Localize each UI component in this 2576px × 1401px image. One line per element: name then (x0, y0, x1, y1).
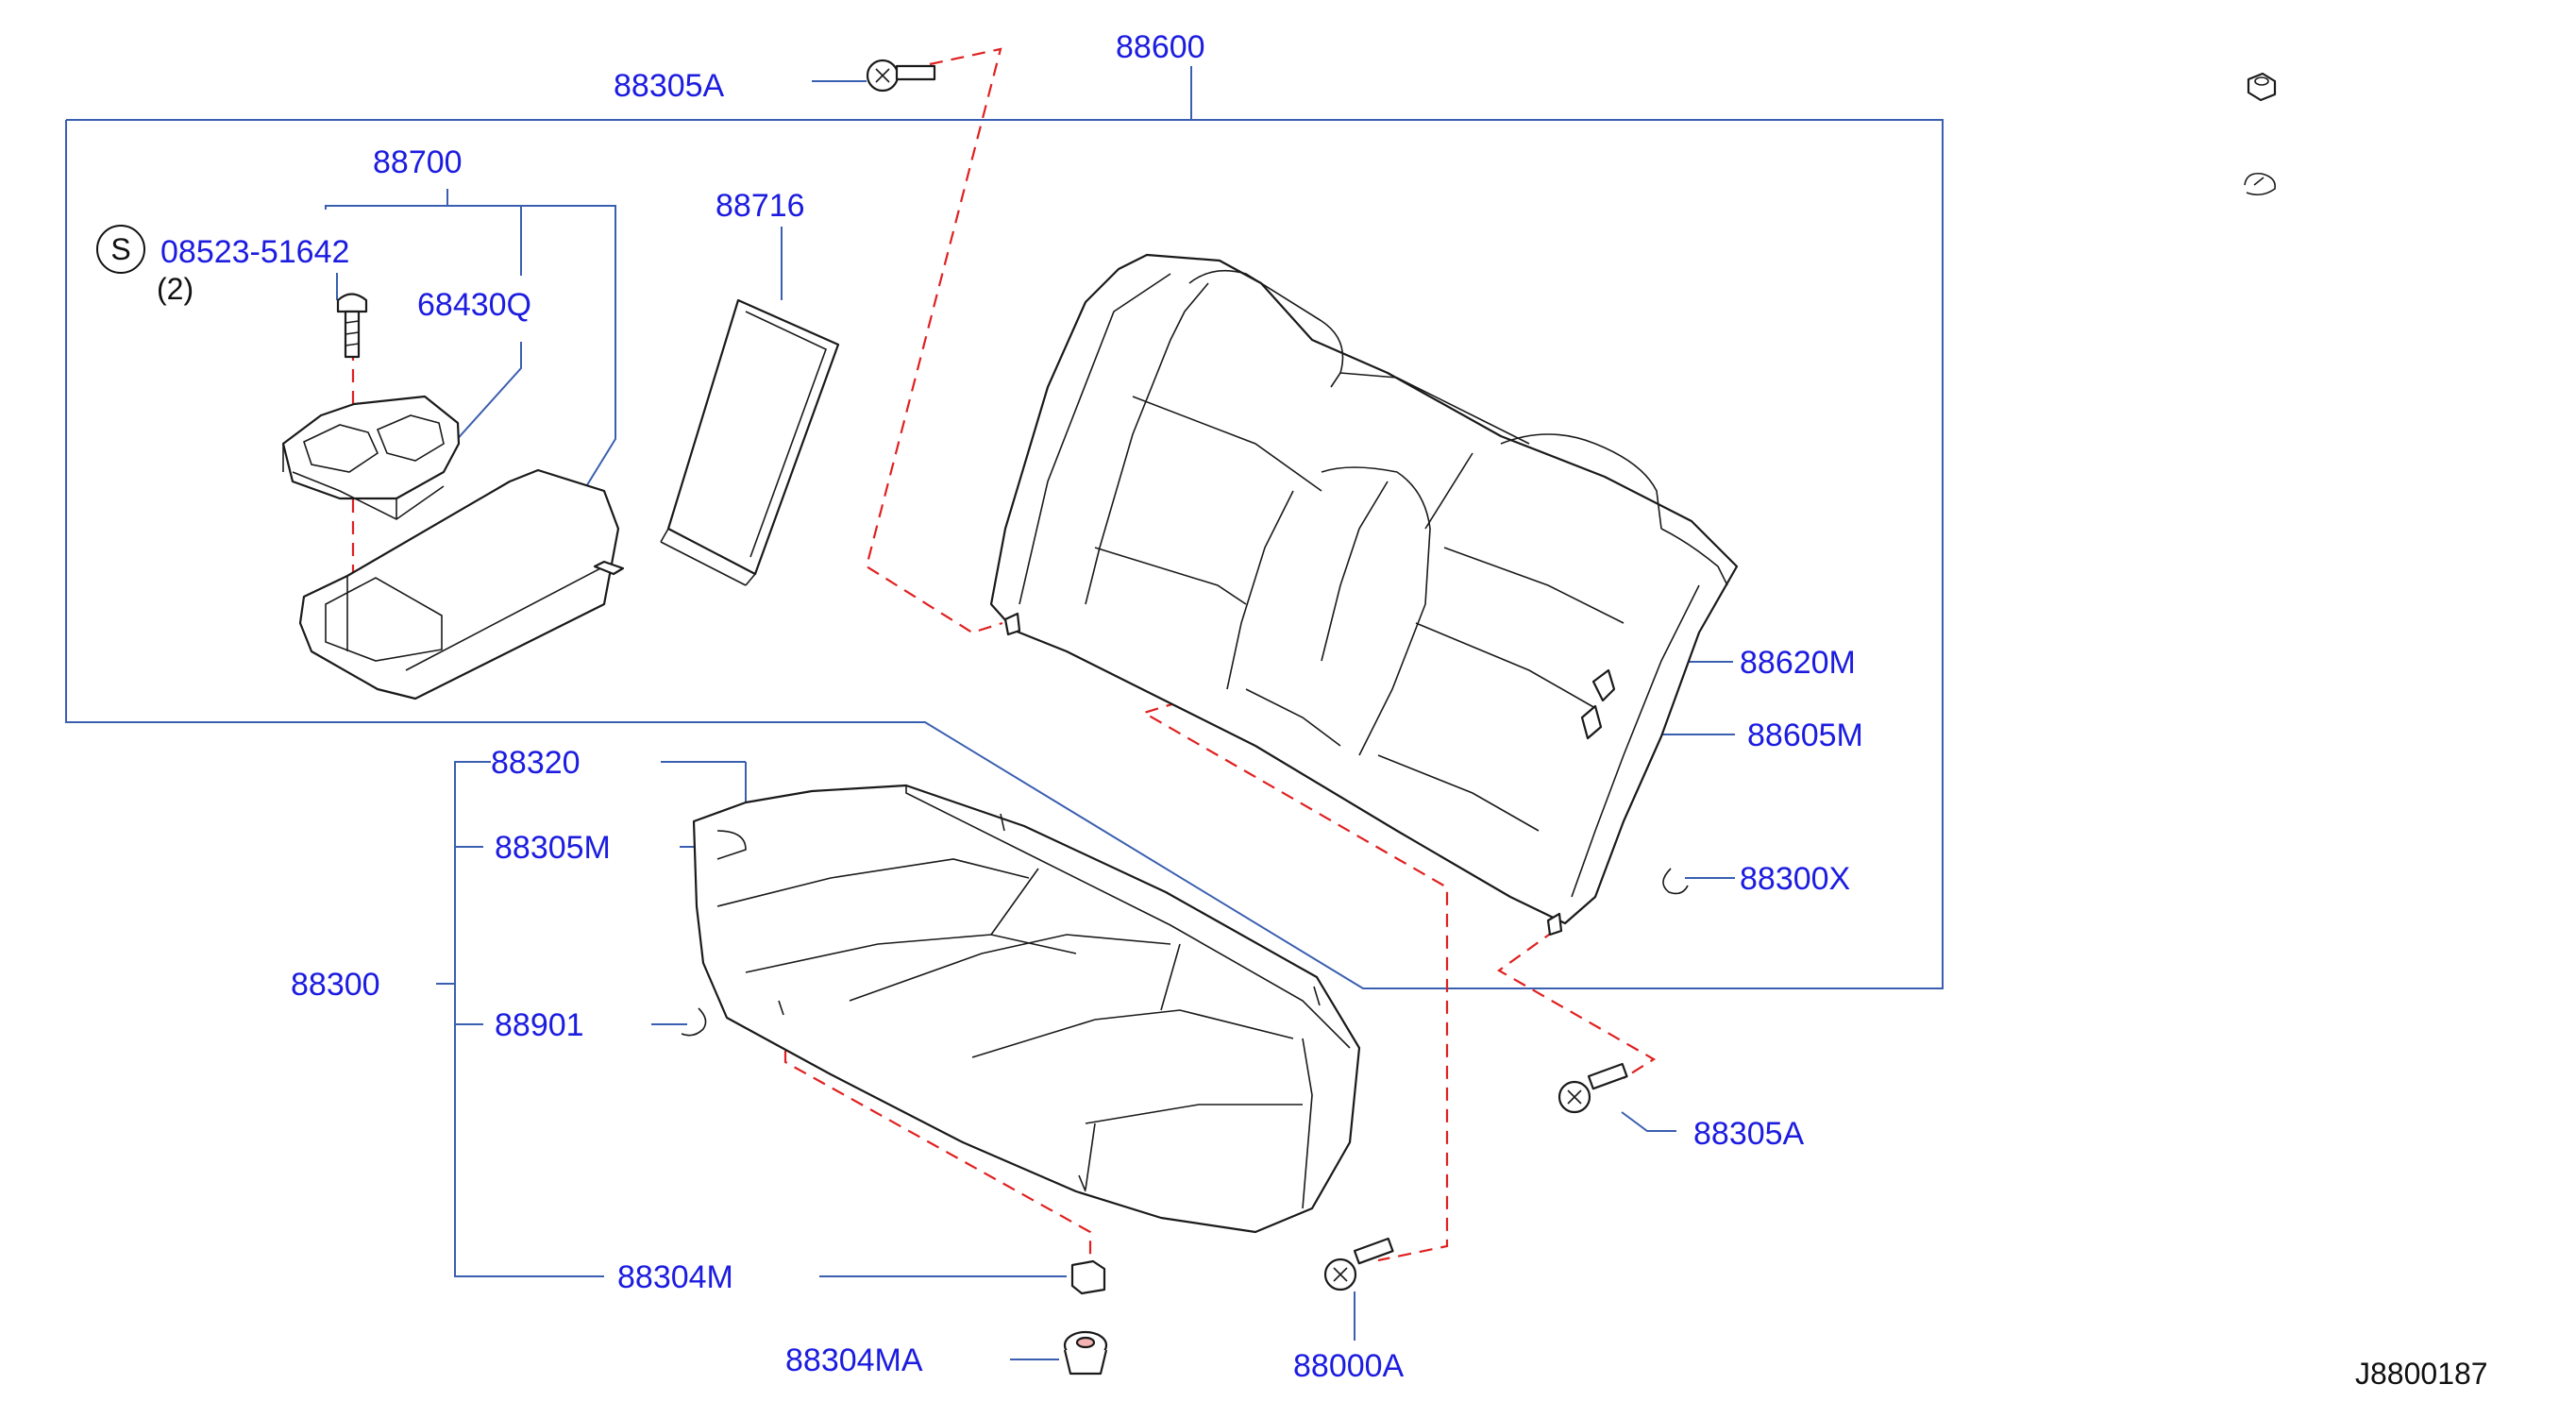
clip-88300X (1662, 868, 1689, 895)
label-88700[interactable]: 88700 (373, 144, 463, 180)
screw-illustration (336, 293, 368, 359)
label-88305M[interactable]: 88305M (495, 830, 611, 866)
clip-88304M (1070, 1259, 1106, 1295)
seat-back-illustration (989, 253, 1739, 937)
label-88716[interactable]: 88716 (716, 188, 805, 224)
label-88320[interactable]: 88320 (491, 745, 581, 781)
bolt-88000A (1323, 1237, 1394, 1291)
standard-part-mark: S (96, 225, 145, 274)
panel-88716-illustration (660, 298, 840, 586)
seat-cushion-illustration (692, 784, 1361, 1234)
label-88605M[interactable]: 88605M (1747, 717, 1863, 753)
label-88620M[interactable]: 88620M (1740, 645, 1856, 681)
label-88000A[interactable]: 88000A (1293, 1348, 1405, 1384)
hex-nut-icon (2247, 72, 2277, 102)
grommet-88304MA (1063, 1330, 1108, 1376)
label-88304MA[interactable]: 88304MA (785, 1342, 923, 1378)
s-mark-label: S (110, 232, 130, 266)
cup-holder-illustration (281, 395, 461, 520)
leader-lines (325, 80, 1735, 1360)
clip-88901 (681, 1007, 707, 1037)
bolt-88305A-top (866, 59, 936, 93)
label-08523-51642[interactable]: 08523-51642 (160, 234, 349, 270)
label-88300X[interactable]: 88300X (1740, 861, 1850, 897)
armrest-illustration (298, 468, 625, 700)
label-68430Q[interactable]: 68430Q (417, 287, 531, 323)
label-88305A-top[interactable]: 88305A (614, 68, 725, 104)
diagram-reference-code: J8800187 (2355, 1357, 2488, 1391)
label-88300[interactable]: 88300 (291, 967, 380, 1003)
label-88305A-bottom[interactable]: 88305A (1693, 1116, 1805, 1152)
group-outline-88600 (65, 66, 1944, 989)
label-88304M[interactable]: 88304M (617, 1259, 733, 1295)
label-quantity: (2) (157, 272, 194, 306)
clip-icon (2244, 172, 2277, 196)
bolt-88305A-bottom (1557, 1062, 1628, 1114)
label-88600[interactable]: 88600 (1116, 29, 1205, 65)
part-labels: 88600 88305A 88700 08523-51642 (2) 68430… (157, 29, 1863, 1384)
label-88901[interactable]: 88901 (495, 1007, 584, 1043)
